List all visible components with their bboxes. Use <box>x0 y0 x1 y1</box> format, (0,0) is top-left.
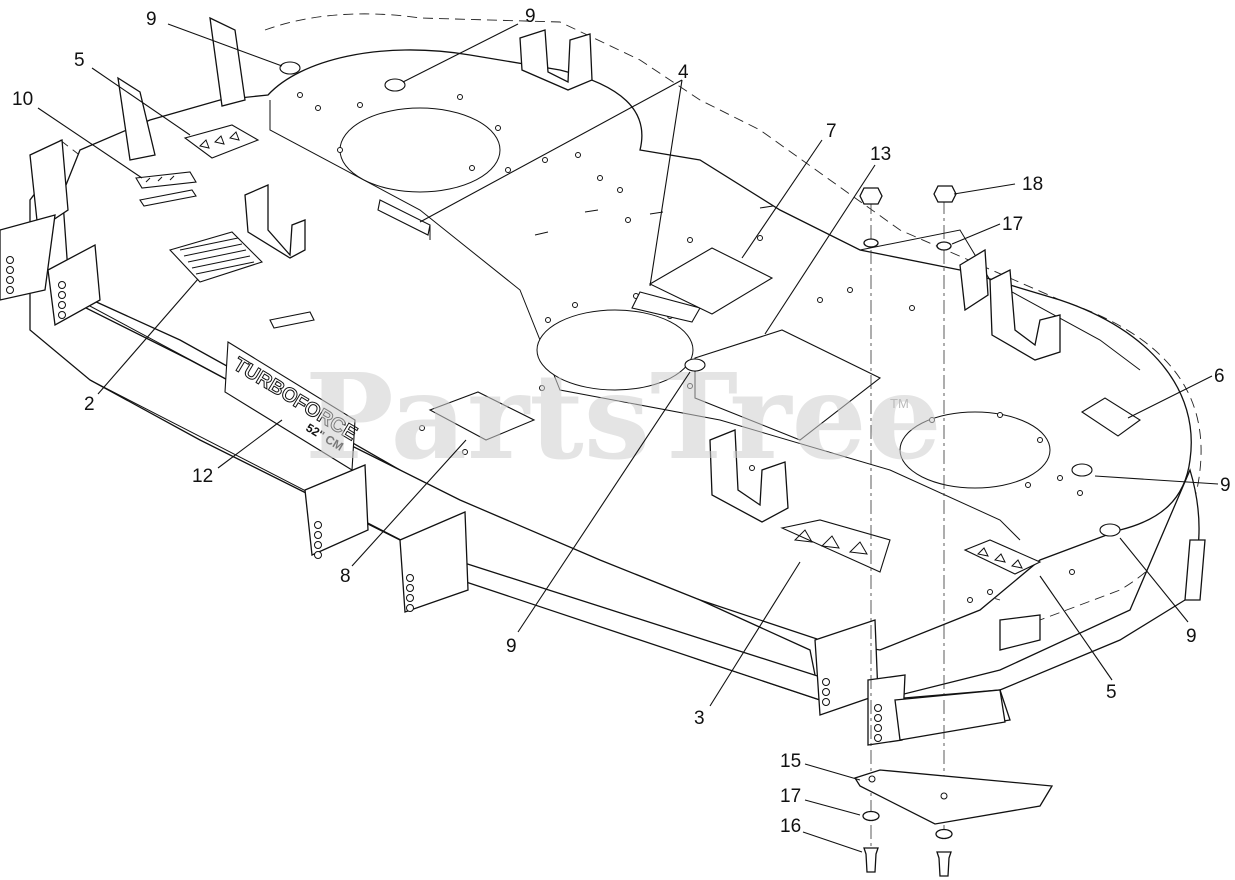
decal-4-side <box>377 199 431 236</box>
parts-tree-watermark: PartsTree TM <box>305 347 942 486</box>
callout-9-top-left: 9 <box>146 9 157 30</box>
callout-15: 15 <box>780 751 801 772</box>
decal-7 <box>648 247 774 315</box>
decal-3 <box>780 519 891 573</box>
deck-decals: TURBO FORCE 52" CM <box>135 61 1141 575</box>
decal-12-turbo-force: TURBO FORCE 52" CM <box>224 341 361 471</box>
callout-12: 12 <box>192 466 213 487</box>
decal-10 <box>135 171 197 189</box>
hardware-stack <box>854 185 1054 877</box>
hex-nut-left <box>859 187 883 205</box>
carriage-bolt-left <box>863 847 879 873</box>
callout-13: 13 <box>870 144 891 165</box>
callout-16: 16 <box>780 816 801 837</box>
callout-17-bottom: 17 <box>780 786 801 807</box>
callout-numbers: 9 9 5 10 4 7 13 18 17 6 2 12 9 8 9 9 5 3… <box>12 6 1231 837</box>
decal-8 <box>428 391 536 441</box>
callout-6: 6 <box>1214 366 1225 387</box>
spindle-opening-left <box>339 107 501 193</box>
spindle-opening-right <box>899 411 1051 489</box>
skid-plate <box>854 769 1054 825</box>
callout-10: 10 <box>12 89 33 110</box>
callout-9-right-upper: 9 <box>1220 475 1231 496</box>
callout-3: 3 <box>694 708 705 729</box>
washer-bottom-left <box>862 810 880 822</box>
washer-bottom-right <box>935 828 953 840</box>
hex-nut-right <box>933 185 957 203</box>
left-hitch-holes <box>6 256 66 319</box>
decal-6 <box>1080 397 1141 437</box>
callout-leader-lines <box>37 23 1219 853</box>
callout-4: 4 <box>678 62 689 83</box>
callout-9-bottom-center: 9 <box>506 636 517 657</box>
callout-7: 7 <box>826 121 837 142</box>
callout-5-right: 5 <box>1106 682 1117 703</box>
washer-top-right <box>936 241 952 251</box>
decal-13 <box>694 329 882 441</box>
decal-5-left <box>183 124 260 159</box>
front-hitch-holes <box>314 521 882 742</box>
washer-top-left <box>863 238 879 248</box>
callout-9-right-lower: 9 <box>1186 626 1197 647</box>
callout-8: 8 <box>340 566 351 587</box>
callout-2: 2 <box>84 394 95 415</box>
spindle-opening-center <box>536 309 694 391</box>
callout-17-top: 17 <box>1002 214 1023 235</box>
decal-5-right <box>963 539 1042 575</box>
spindle-openings <box>339 107 1051 489</box>
deck-bolt-holes <box>297 92 1083 603</box>
callout-5-left: 5 <box>74 50 85 71</box>
callout-18: 18 <box>1022 174 1043 195</box>
deck-brackets <box>0 16 1206 746</box>
watermark-trademark: TM <box>890 396 909 411</box>
watermark-text: PartsTree <box>305 347 942 486</box>
decal-2 <box>168 231 264 283</box>
carriage-bolt-right <box>936 851 952 877</box>
decal-4-strip <box>631 291 701 323</box>
callout-9-top-center: 9 <box>525 6 536 27</box>
decal-9-caps <box>279 61 1121 537</box>
